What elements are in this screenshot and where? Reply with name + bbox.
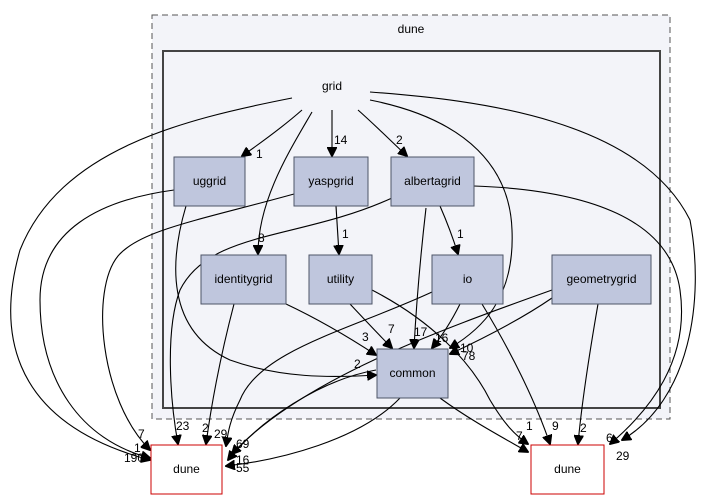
- edge-label: 78: [462, 349, 476, 363]
- node-label: yaspgrid: [308, 174, 353, 188]
- node-label: geometrygrid: [566, 272, 636, 286]
- node-albertagrid[interactable]: albertagrid: [390, 156, 475, 207]
- edge-label: 3: [362, 330, 369, 344]
- edge-io-common: [432, 303, 461, 348]
- node-yaspgrid[interactable]: yaspgrid: [293, 156, 369, 207]
- edge-identitygrid-dune-left: [206, 303, 235, 444]
- edges: [10, 91, 696, 466]
- edge-grid-uggrid: [242, 109, 303, 156]
- node-label: common: [389, 366, 435, 380]
- edge-label: 69: [236, 437, 250, 451]
- node-dune-left[interactable]: dune: [150, 444, 223, 495]
- edge-label: 9: [552, 419, 559, 433]
- node-label: dune: [173, 462, 200, 476]
- edge-label: 1: [342, 227, 349, 241]
- edge-labels: 1 14 2 8 1 1 3 7 17 16 2 10 78 7 1 190 2…: [124, 133, 630, 475]
- edge-label: 1: [457, 227, 464, 241]
- edge-grid-dune-left: [10, 97, 293, 460]
- edge-identitygrid-common: [285, 303, 376, 355]
- edge-label: 1: [526, 419, 533, 433]
- node-label: dune: [554, 462, 581, 476]
- edge-label: 7: [138, 427, 145, 441]
- edge-label: 1: [134, 441, 141, 455]
- edge-yaspgrid-utility: [336, 205, 339, 254]
- edge-label: 8: [258, 231, 265, 245]
- edge-label: 1: [256, 147, 263, 161]
- edge-io-dune-left: [226, 291, 433, 446]
- edge-label: 7: [388, 322, 395, 336]
- node-io[interactable]: io: [431, 254, 504, 305]
- edge-label: 7: [516, 429, 523, 443]
- edge-label: 2: [396, 133, 403, 147]
- edge-utility-dune-right: [371, 289, 528, 444]
- edge-label: 29: [214, 427, 228, 441]
- edge-grid-common: [369, 99, 513, 348]
- edge-label: 17: [414, 325, 428, 339]
- node-label: identitygrid: [214, 272, 272, 286]
- edge-label: 2: [354, 357, 361, 371]
- node-uggrid[interactable]: uggrid: [173, 156, 246, 207]
- edge-albertagrid-dune-right: [473, 185, 682, 444]
- edge-label: 6: [606, 431, 613, 445]
- edge-label: 2: [202, 421, 209, 435]
- edge-label: 14: [334, 133, 348, 147]
- node-utility[interactable]: utility: [308, 254, 373, 305]
- edge-uggrid-dune-left: [39, 189, 175, 458]
- node-label: io: [463, 272, 473, 286]
- node-identitygrid[interactable]: identitygrid: [200, 254, 287, 305]
- edge-geometrygrid-dune-right: [578, 303, 599, 444]
- node-common[interactable]: common: [376, 348, 449, 399]
- edge-label: 10: [460, 341, 474, 355]
- edge-common-dune-left: [226, 397, 401, 466]
- node-label: uggrid: [193, 174, 226, 188]
- node-label: utility: [327, 272, 354, 286]
- edge-label: 55: [236, 461, 250, 475]
- edge-albertagrid-io: [439, 205, 458, 254]
- edge-label: 2: [580, 421, 587, 435]
- edge-utility-common: [349, 303, 392, 348]
- edge-uggrid-dune-left-2: [228, 369, 377, 460]
- node-geometrygrid[interactable]: geometrygrid: [551, 254, 652, 305]
- edge-label: 23: [176, 419, 190, 433]
- edge-geometrygrid-common: [450, 297, 553, 354]
- edge-grid-identitygrid: [258, 111, 313, 254]
- edge-uggrid-common: [175, 205, 376, 376]
- edge-grid-dune-right: [369, 91, 696, 440]
- outer-cluster-label: dune: [398, 22, 425, 36]
- node-label: albertagrid: [404, 174, 461, 188]
- edge-albertagrid-dune-left: [169, 197, 393, 444]
- edge-common-dune-right: [439, 397, 528, 452]
- edge-label: 29: [616, 449, 630, 463]
- edge-albertagrid-common: [414, 207, 427, 348]
- node-dune-right[interactable]: dune: [530, 444, 605, 495]
- edge-grid-albertagrid: [357, 109, 407, 156]
- edge-yaspgrid-dune-left: [102, 193, 295, 450]
- edge-label: 16: [236, 453, 250, 467]
- edge-label: 190: [124, 451, 144, 465]
- edge-io-dune-right: [481, 303, 550, 444]
- edge-label: 16: [435, 331, 449, 345]
- grid-label[interactable]: grid: [322, 79, 342, 93]
